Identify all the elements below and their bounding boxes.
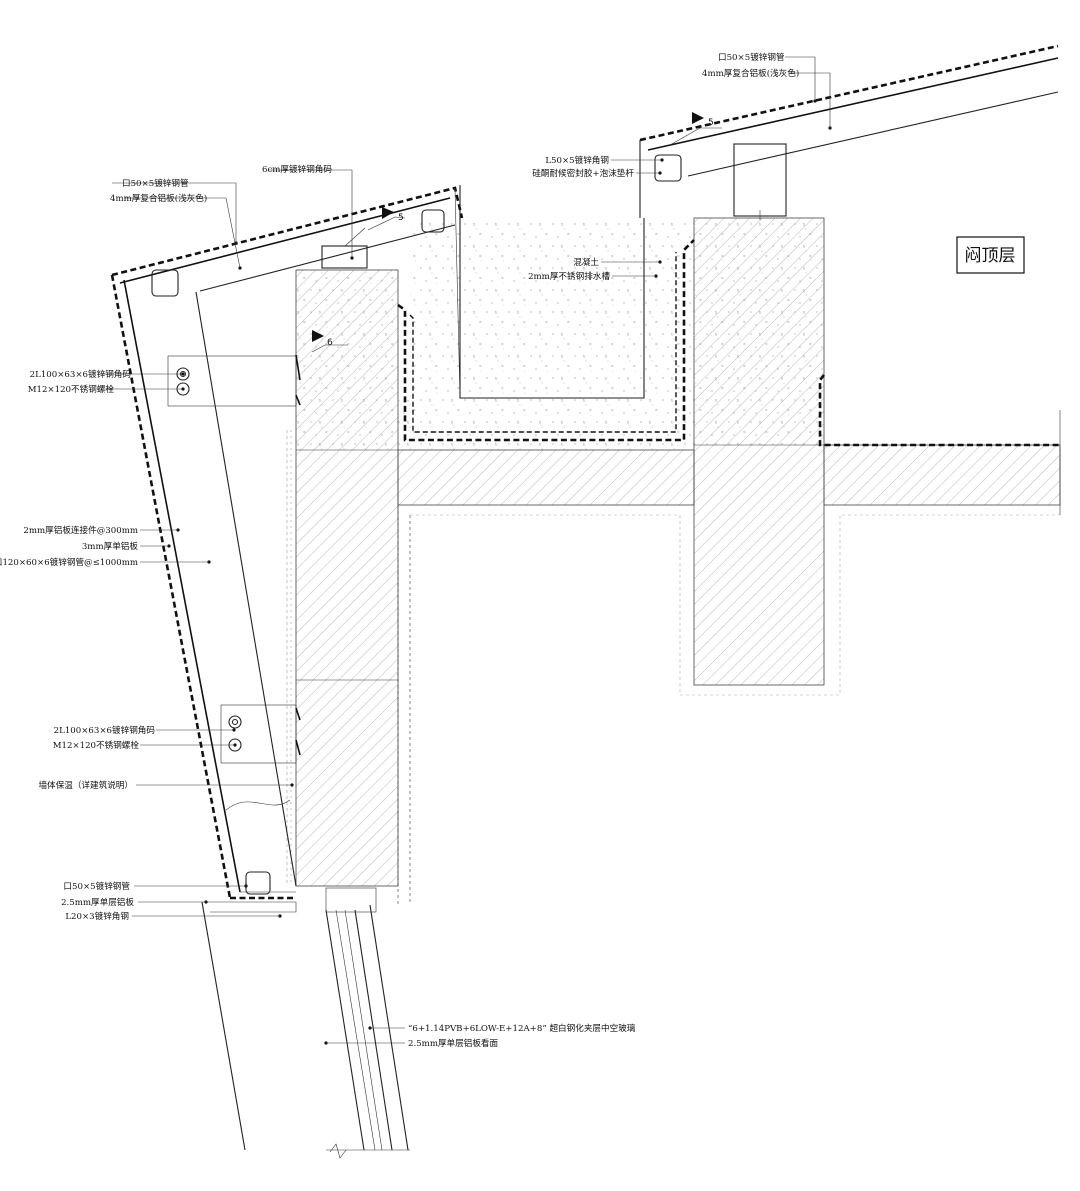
glass-curtain-wall bbox=[325, 887, 410, 1159]
leader-dots bbox=[167, 99, 832, 1045]
weld-flag-c: 6 bbox=[311, 330, 348, 353]
label-alu-4mm-b: 4mm厚复合铝板(浅灰色) bbox=[702, 67, 799, 79]
label-alu-face: 2.5mm厚单层铝板看面 bbox=[408, 1037, 499, 1049]
title-box: 闷顶层 bbox=[956, 236, 1025, 274]
weld-size-b: 5 bbox=[708, 118, 714, 128]
label-tube-50x5-c: 口50×5镀锌钢管 bbox=[718, 51, 785, 63]
label-tube-50x5-a: 口50×5镀锌钢管 bbox=[122, 177, 189, 189]
weld-flag-a: 5 bbox=[367, 207, 406, 231]
label-angle-l20: L20×3镀锌角钢 bbox=[65, 910, 129, 922]
label-angle-2l100-b: 2L100×63×6镀锌钢角码 bbox=[54, 724, 156, 736]
label-alu-connector: 2mm厚铝板连接件@300mm bbox=[23, 524, 138, 536]
concrete-slab bbox=[397, 400, 1061, 905]
weld-size-a: 5 bbox=[398, 213, 404, 223]
right-roof-panel bbox=[639, 44, 1059, 220]
label-angle-code-6mm: 6cm厚镀锌钢角码 bbox=[262, 163, 332, 175]
weld-size-c: 6 bbox=[327, 338, 333, 348]
concrete-wall-left bbox=[286, 269, 399, 887]
left-slanted-facade bbox=[110, 274, 301, 1151]
left-roof-panel bbox=[111, 186, 464, 399]
label-angle-l50: L50×5镀锌角钢 bbox=[545, 154, 609, 166]
label-insulation: 墙体保温（详建筑说明） bbox=[38, 779, 133, 791]
label-alu-2-5mm: 2.5mm厚单层铝板 bbox=[61, 896, 134, 908]
title-box-label: 闷顶层 bbox=[965, 246, 1016, 266]
label-angle-2l100-a: 2L100×63×6镀锌钢角码 bbox=[30, 368, 132, 380]
label-alu-4mm-a: 4mm厚复合铝板(浅灰色) bbox=[110, 192, 207, 204]
weld-flag-b: 5 bbox=[669, 112, 722, 146]
label-bolt-m12-a: M12×120不锈钢螺栓 bbox=[28, 383, 115, 395]
label-bolt-m12-b: M12×120不锈钢螺栓 bbox=[53, 739, 140, 751]
label-glass: “6+1.14PVB+6LOW-E+12A+8” 超白钢化夹层中空玻璃 bbox=[408, 1022, 636, 1034]
right-labels: 口50×5镀锌钢管 4mm厚复合铝板(浅灰色) L50×5镀锌角钢 硅酮耐候密封… bbox=[408, 51, 799, 1049]
label-tube-120x60: 口120×60×6镀锌钢管@≤1000mm bbox=[0, 556, 138, 568]
label-tube-50x5-b: 口50×5镀锌钢管 bbox=[63, 880, 130, 892]
gutter-trough bbox=[397, 185, 1060, 447]
label-concrete: 混凝土 bbox=[573, 256, 599, 268]
label-sealant: 硅酮耐候密封胶+泡沫垫杆 bbox=[532, 167, 634, 179]
label-alu-3mm: 3mm厚单铝板 bbox=[82, 540, 139, 552]
concrete-column-right bbox=[693, 217, 825, 686]
label-gutter: 2mm厚不锈钢排水槽 bbox=[528, 270, 610, 282]
leader-lines bbox=[98, 56, 831, 1044]
left-labels: 口50×5镀锌钢管 4mm厚复合铝板(浅灰色) 6cm厚镀锌钢角码 2L100×… bbox=[0, 163, 332, 922]
